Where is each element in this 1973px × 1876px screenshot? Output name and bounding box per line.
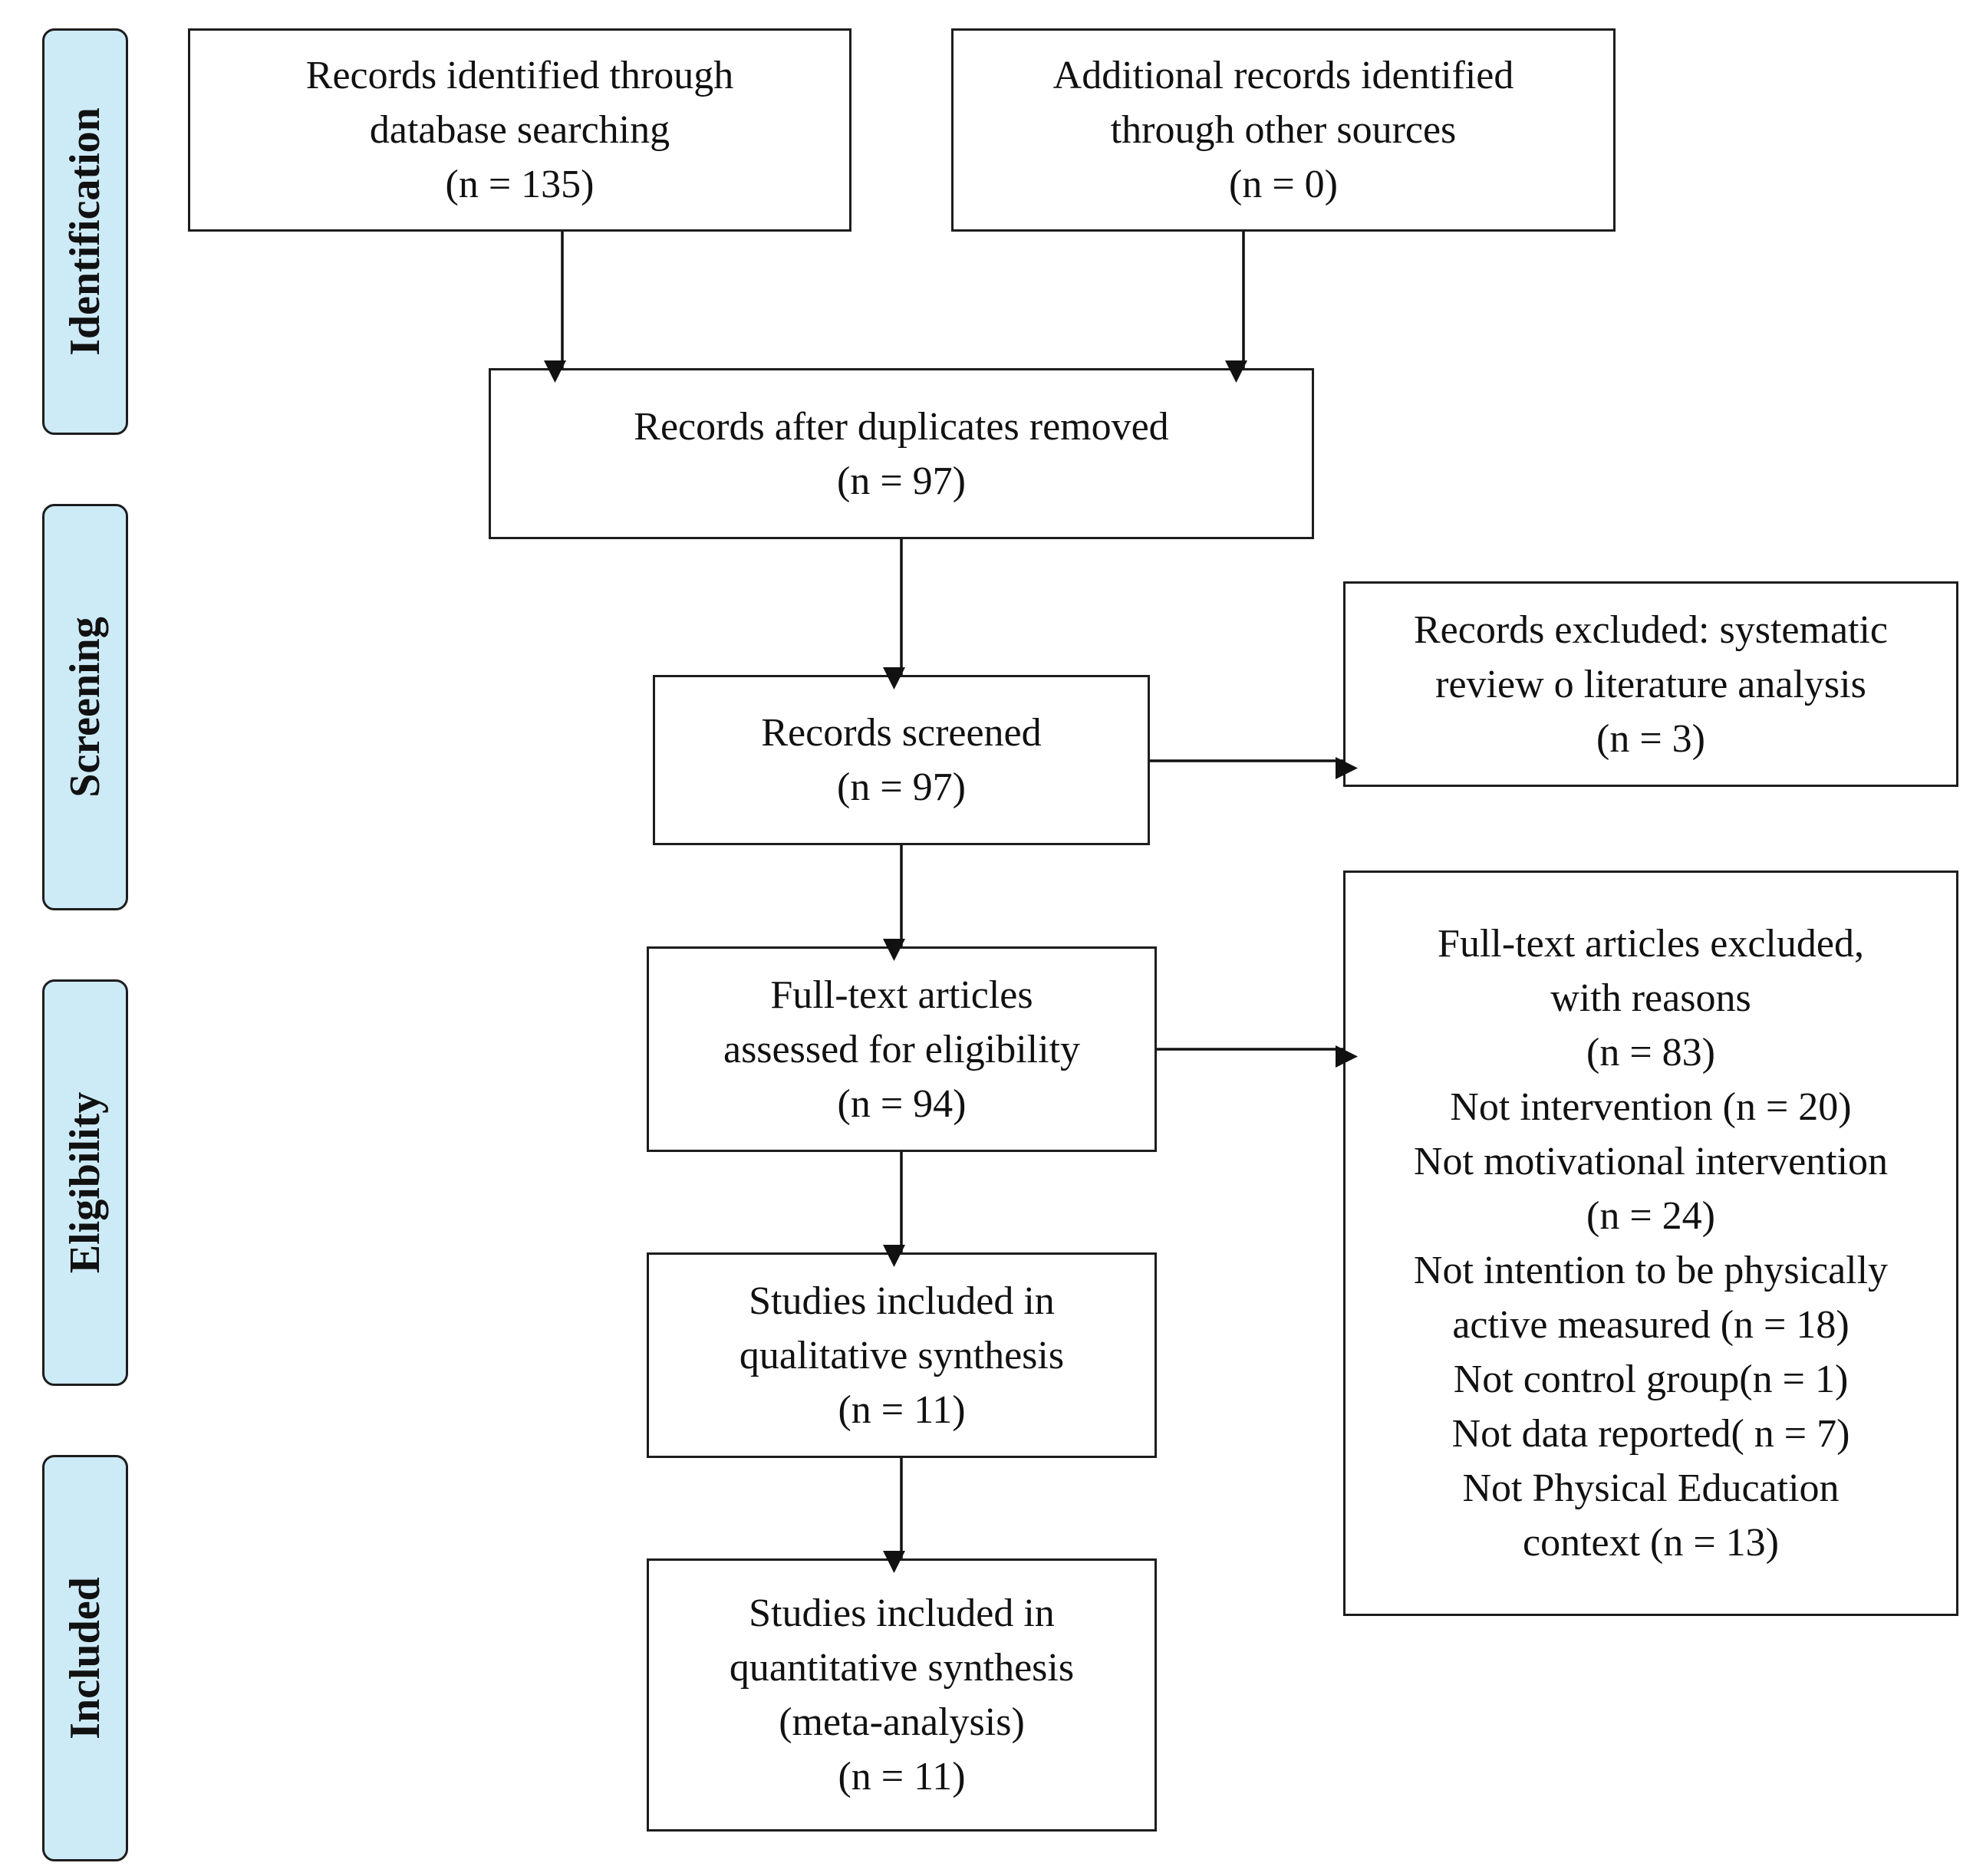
box-line: (n = 94) bbox=[837, 1081, 967, 1126]
box-line: (n = 11) bbox=[838, 1755, 966, 1799]
box-line: Not motivational intervention bbox=[1413, 1140, 1889, 1183]
phase-eligibility: Eligibility bbox=[42, 979, 128, 1386]
box-records-screened: Records screened (n = 97) bbox=[653, 675, 1150, 845]
box-line: review o literature analysis bbox=[1435, 662, 1866, 706]
box-line: (n = 83) bbox=[1586, 1031, 1715, 1075]
box-qualitative-synthesis: Studies included in qualitative synthesi… bbox=[647, 1252, 1157, 1458]
box-duplicates-removed: Records after duplicates removed (n = 97… bbox=[489, 368, 1314, 539]
box-line: Studies included in bbox=[749, 1279, 1055, 1323]
box-records-excluded: Records excluded: systematic review o li… bbox=[1343, 581, 1958, 787]
box-line: (n = 135) bbox=[445, 163, 595, 206]
box-line: context (n = 13) bbox=[1522, 1521, 1779, 1565]
box-line: active measured (n = 18) bbox=[1452, 1303, 1849, 1347]
box-line: assessed for eligibility bbox=[723, 1027, 1081, 1071]
box-line: Not intervention (n = 20) bbox=[1450, 1085, 1852, 1129]
box-line: (n = 11) bbox=[838, 1387, 966, 1432]
box-line: Records after duplicates removed bbox=[634, 404, 1169, 449]
phase-included: Included bbox=[42, 1455, 128, 1861]
box-line: (n = 3) bbox=[1596, 716, 1705, 761]
box-other-sources: Additional records identified through ot… bbox=[951, 28, 1616, 232]
box-line: (n = 24) bbox=[1586, 1194, 1715, 1238]
box-line: Full-text articles bbox=[770, 973, 1033, 1017]
box-line: quantitative synthesis bbox=[729, 1646, 1075, 1690]
box-fulltext-excluded: Full-text articles excluded, with reason… bbox=[1343, 871, 1958, 1616]
box-line: Not intention to be physically bbox=[1413, 1249, 1889, 1292]
box-line: Records identified through bbox=[305, 54, 734, 97]
box-line: qualitative synthesis bbox=[739, 1333, 1065, 1377]
box-line: Additional records identified bbox=[1052, 54, 1514, 97]
box-line: Studies included in bbox=[749, 1591, 1055, 1635]
box-line: (n = 97) bbox=[837, 765, 966, 809]
box-line: through other sources bbox=[1110, 108, 1457, 152]
box-line: Not Physical Education bbox=[1462, 1466, 1840, 1510]
box-quantitative-synthesis: Studies included in quantitative synthes… bbox=[647, 1558, 1157, 1832]
box-line: Full-text articles excluded, bbox=[1438, 922, 1864, 966]
box-line: Not control group(n = 1) bbox=[1453, 1358, 1849, 1401]
box-fulltext-assessed: Full-text articles assessed for eligibil… bbox=[647, 946, 1157, 1152]
box-line: Not data reported( n = 7) bbox=[1451, 1412, 1850, 1456]
box-line: database searching bbox=[369, 108, 670, 152]
box-line: Records excluded: systematic bbox=[1413, 607, 1889, 652]
box-line: (meta-analysis) bbox=[779, 1700, 1025, 1744]
box-line: with reasons bbox=[1550, 976, 1751, 1020]
box-line: (n = 97) bbox=[837, 459, 966, 503]
box-line: (n = 0) bbox=[1229, 163, 1338, 206]
box-line: Records screened bbox=[761, 711, 1042, 755]
phase-screening: Screening bbox=[42, 504, 128, 910]
phase-identification: Identification bbox=[42, 28, 128, 435]
box-database-records: Records identified through database sear… bbox=[188, 28, 851, 232]
